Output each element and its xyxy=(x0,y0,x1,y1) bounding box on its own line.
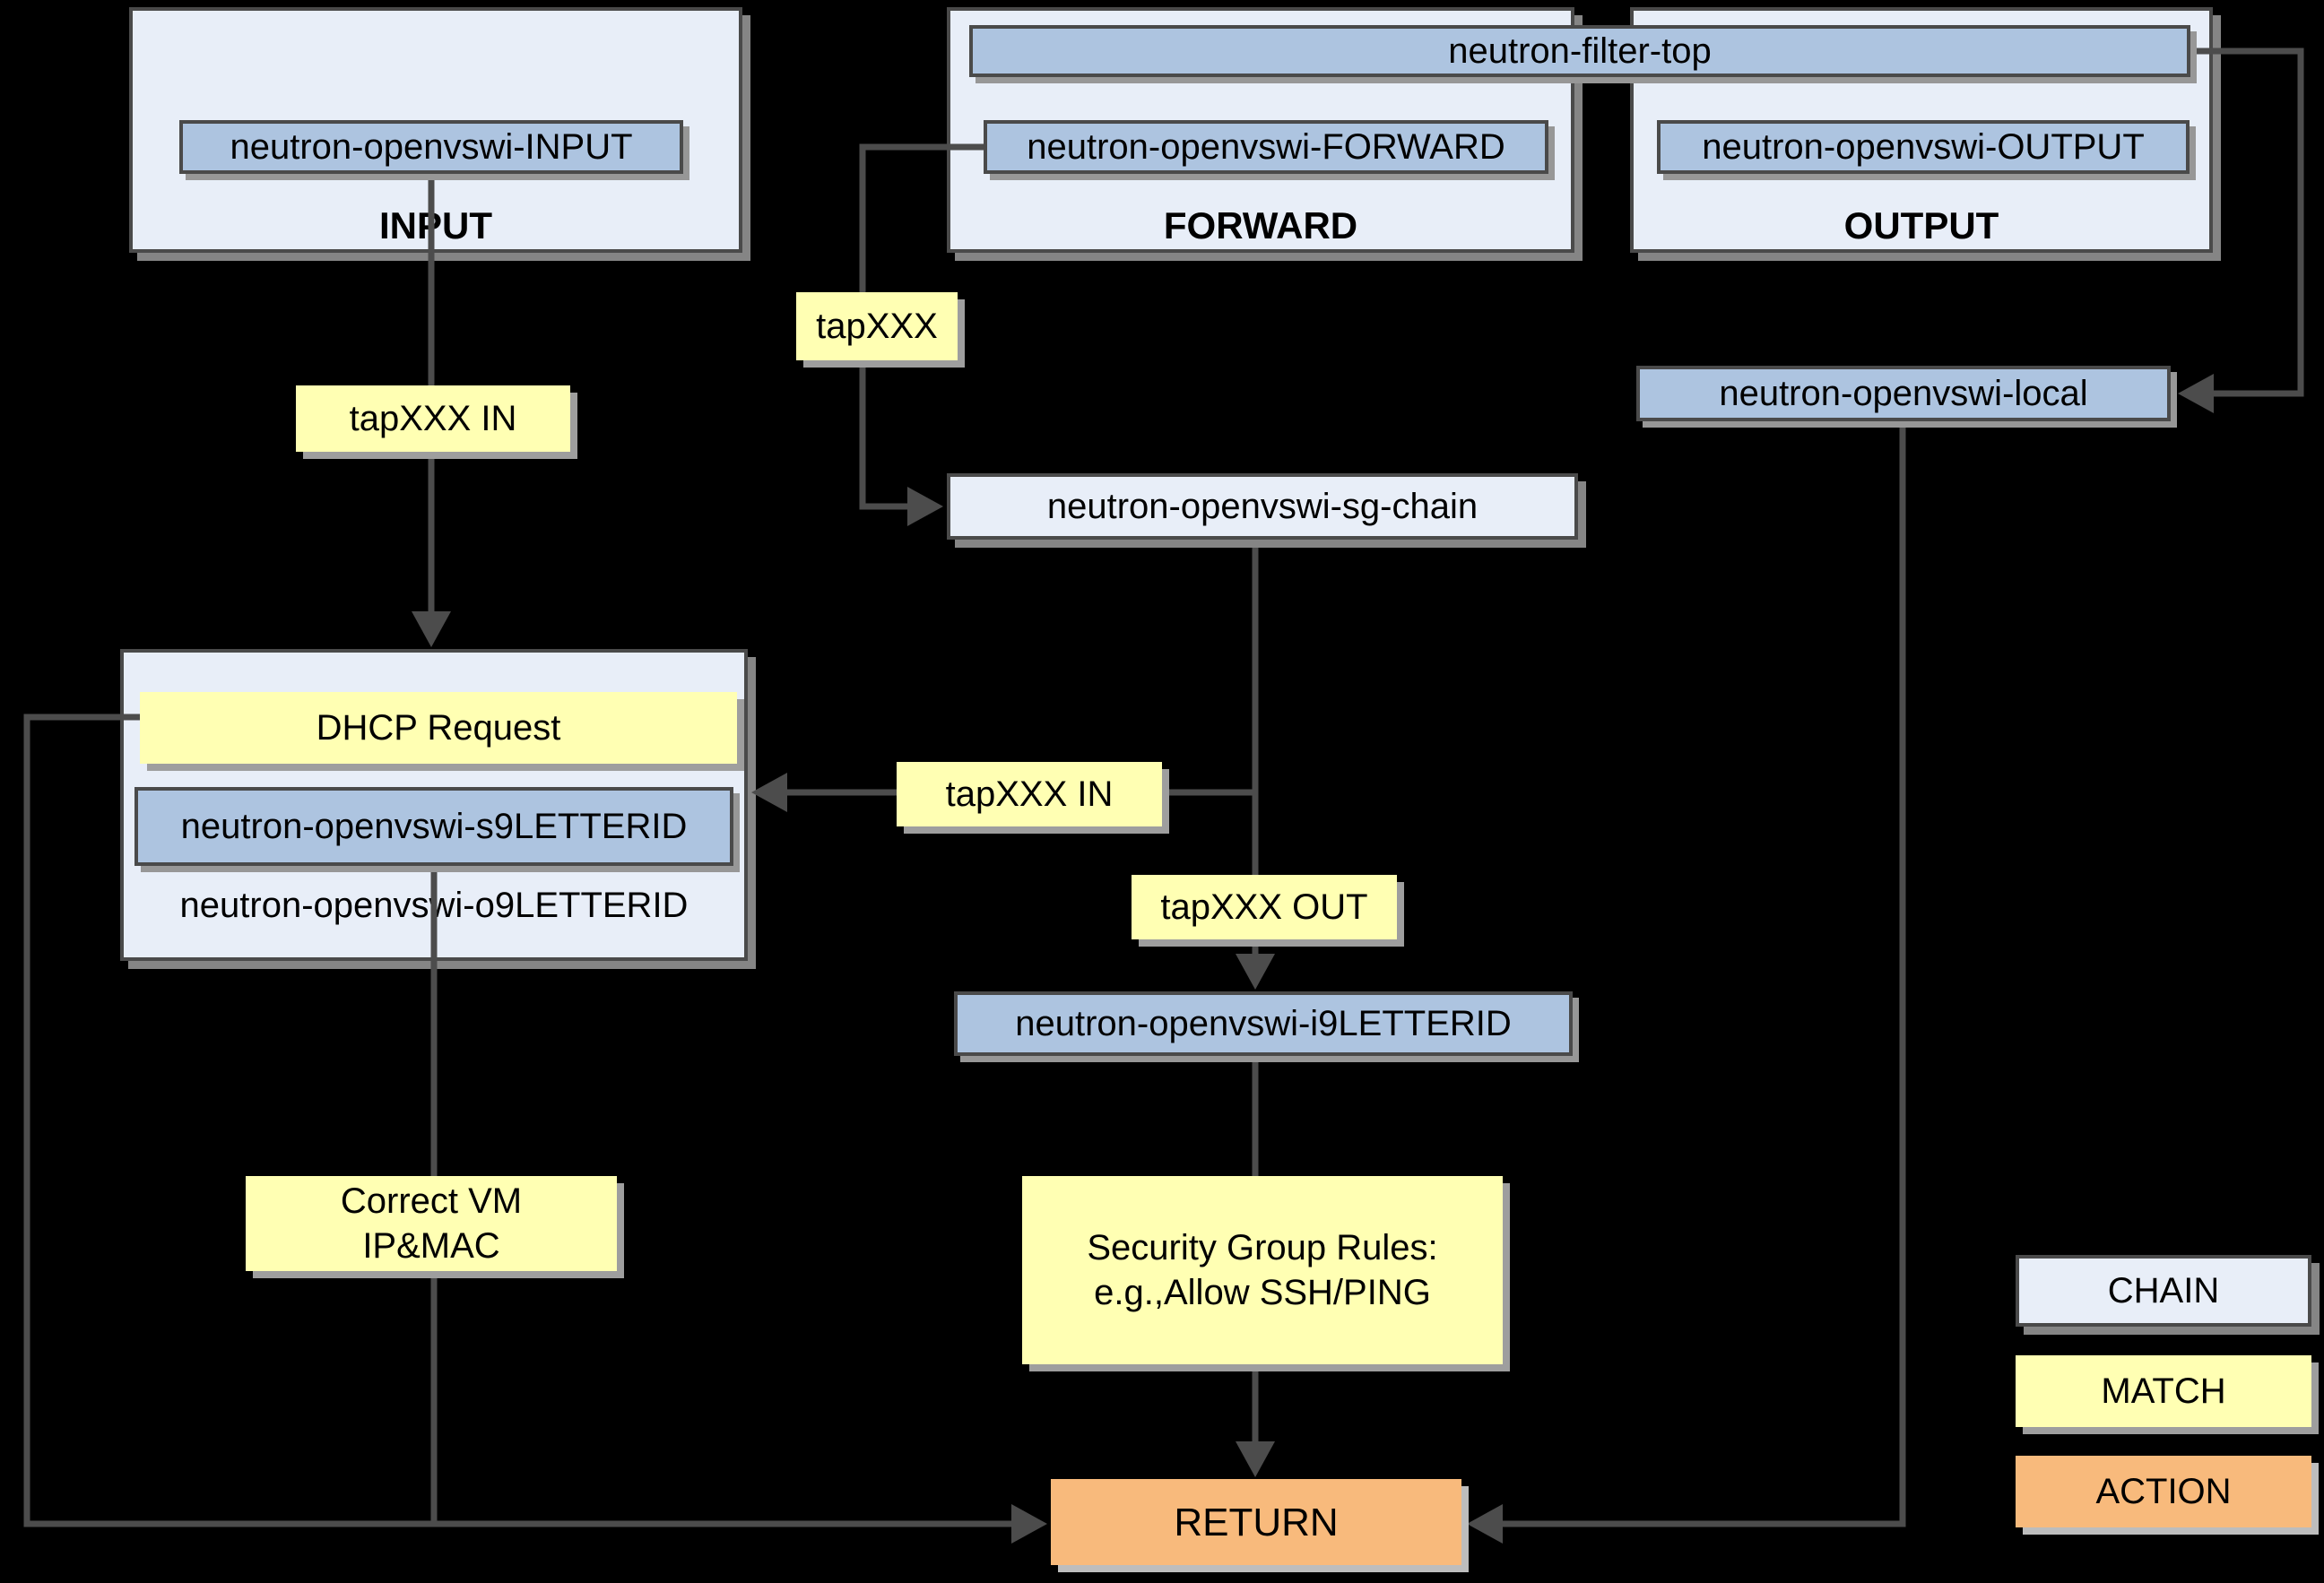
chain-s9letterid: neutron-openvswi-s9LETTERID xyxy=(134,787,733,866)
match-tapxxx-in-left: tapXXX IN xyxy=(296,385,570,452)
chain-openvswi-forward: neutron-openvswi-FORWARD xyxy=(984,120,1548,174)
arrowhead-into-s9 xyxy=(751,773,787,812)
match-dhcp-request: DHCP Request xyxy=(140,692,737,764)
arrowhead-into-return-left xyxy=(1011,1504,1047,1544)
legend-chain: CHAIN xyxy=(2016,1255,2311,1327)
arrowhead-into-local xyxy=(2178,374,2214,413)
match-tapxxx: tapXXX xyxy=(796,292,958,360)
action-return: RETURN xyxy=(1051,1479,1461,1565)
output-label: OUTPUT xyxy=(1843,204,1999,247)
arrowhead-into-i9 xyxy=(1236,954,1275,990)
match-correct-vm-line2: IP&MAC xyxy=(362,1226,500,1266)
chain-sg-chain: neutron-openvswi-sg-chain xyxy=(947,473,1578,540)
forward-label: FORWARD xyxy=(1163,204,1358,247)
chain-openvswi-local: neutron-openvswi-local xyxy=(1636,366,2171,421)
chain-o9letterid-label: neutron-openvswi-o9LETTERID xyxy=(179,886,689,925)
arrowhead-into-return-right xyxy=(1467,1504,1503,1544)
chain-openvswi-input: neutron-openvswi-INPUT xyxy=(179,120,683,174)
chain-filter-top: neutron-filter-top xyxy=(969,25,2190,77)
arrowhead-into-dhcp xyxy=(412,611,451,647)
match-correct-vm: Correct VM IP&MAC xyxy=(246,1176,617,1271)
match-security-group-rules: Security Group Rules: e.g.,Allow SSH/PIN… xyxy=(1022,1176,1503,1364)
input-label: INPUT xyxy=(379,204,492,247)
match-tapxxx-in-mid: tapXXX IN xyxy=(897,762,1162,826)
chain-openvswi-output: neutron-openvswi-OUTPUT xyxy=(1657,120,2190,174)
legend-match: MATCH xyxy=(2016,1355,2311,1427)
match-sgr-line2: e.g.,Allow SSH/PING xyxy=(1094,1273,1431,1312)
arrowhead-into-sgchain xyxy=(907,487,943,526)
chain-i9letterid: neutron-openvswi-i9LETTERID xyxy=(954,991,1573,1056)
match-sgr-line1: Security Group Rules: xyxy=(1087,1228,1438,1267)
match-tapxxx-out: tapXXX OUT xyxy=(1132,875,1397,939)
match-correct-vm-line1: Correct VM xyxy=(340,1181,523,1221)
arrowhead-into-return-top xyxy=(1236,1441,1275,1477)
legend-action: ACTION xyxy=(2016,1456,2311,1527)
connector-local-to-return xyxy=(1501,421,1906,1527)
